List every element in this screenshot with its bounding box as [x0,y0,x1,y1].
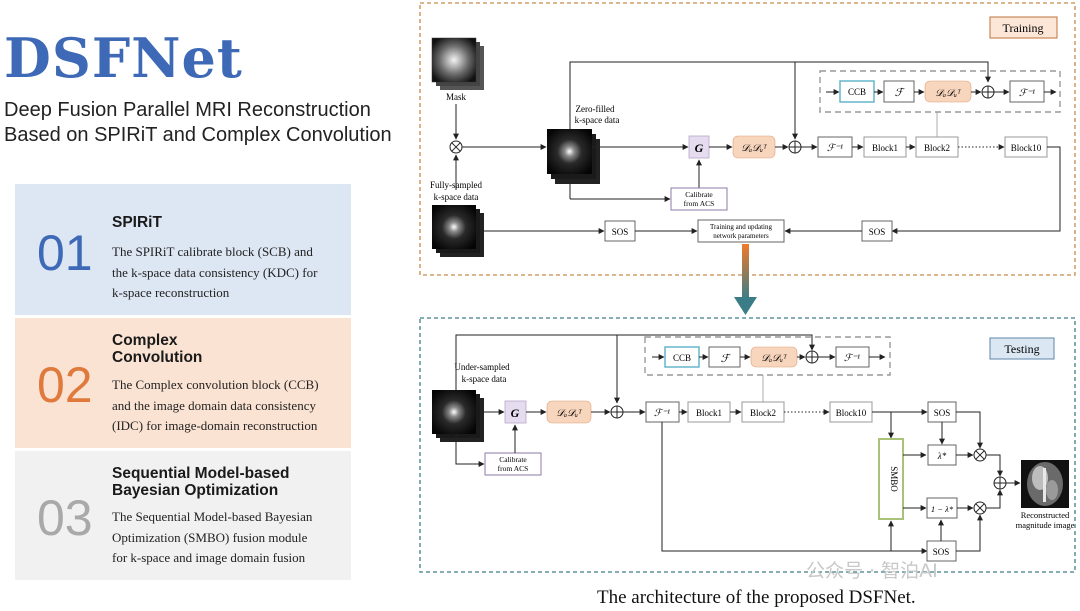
test-kdc-label: 𝒟ₐ𝒟ᵤᵀ [556,408,583,419]
calibrate-label-1: Calibrate [685,190,713,199]
test-calibrate-label-1: Calibrate [499,455,527,464]
card-number: 02 [37,357,93,413]
card-number: 01 [37,225,93,281]
test-block10-label: Block10 [836,408,867,418]
fully-sampled-label-2: k-space data [434,192,479,202]
test-g-label: G [511,406,520,420]
sos-right-label: SOS [869,227,886,237]
card-heading: Sequential Model-based Bayesian Optimiza… [112,465,342,499]
test-block2-label: Block2 [750,408,776,418]
card-desc-line: The Complex convolution block (CCB) [112,377,319,392]
g-label: G [695,141,704,155]
card-desc-line: and the image domain data consistency [112,397,316,413]
page-title: DSFNet [4,26,243,90]
card-description: The Sequential Model-based Bayesian Opti… [112,507,348,569]
card-desc-line: The Sequential Model-based Bayesian [112,509,313,524]
finv-inner-label: ℱ⁻¹ [1019,88,1035,99]
test-kdc-inner-label: 𝒟ₐ𝒟ᵤᵀ [761,353,788,364]
finv-label: ℱ⁻¹ [827,143,843,154]
test-block1-label: Block1 [696,408,722,418]
feature-card-spirit: 01 SPIRiT The SPIRiT calibrate block (SC… [15,184,351,315]
calibrate-block [670,187,728,211]
card-description: The SPIRiT calibrate block (SCB) and the… [112,242,348,304]
calibrate-label-2: from ACS [684,199,715,208]
card-desc-line: the k-space data consistency (KDC) for [112,264,318,280]
test-finv-label: ℱ⁻¹ [654,408,670,419]
card-desc-line: for k-space and image domain fusion [112,550,306,565]
card-heading-line-2: Convolution [112,349,203,366]
under-sampled-label-2: k-space data [462,374,507,384]
feature-card-complex-convolution: 02 Complex Convolution The Complex convo… [15,318,351,448]
kdc-label: 𝒟ₐ𝒟ᵤᵀ [741,143,768,154]
under-sampled-label-1: Under-sampled [454,362,510,372]
under-sampled-kspace-image [432,390,484,442]
testing-label: Testing [1004,342,1039,356]
fully-sampled-kspace-image [432,205,484,257]
test-block-detail-frame [644,336,891,376]
architecture-diagram: Training Mask Fully-sampled k-space data… [419,2,1076,573]
smbo-block [878,438,904,520]
lambda-label: λ* [937,451,947,461]
card-heading: Complex Convolution [112,332,342,366]
test-calibrate-label-2: from ACS [498,464,529,473]
train-update-label-1: Training and updating [710,223,772,231]
subtitle-line-1: Deep Fusion Parallel MRI Reconstruction [4,99,371,121]
recon-label-1: Reconstructed [1021,510,1070,520]
training-to-testing-arrow [742,244,749,299]
watermark: 公众号 · 智泊AI [806,560,938,582]
one-minus-lambda-label: 1 − λ* [931,504,954,514]
diagram-caption: The architecture of the proposed DSFNet. [597,587,916,608]
feature-card-smbo: 03 Sequential Model-based Bayesian Optim… [15,451,351,580]
card-description: The Complex convolution block (CCB) and … [112,375,348,437]
subtitle-line-2: Based on SPIRiT and Complex Convolution [4,124,392,146]
block-detail-frame [819,70,1061,113]
testing-label-box [989,337,1055,360]
test-sos-top-label: SOS [934,408,951,418]
card-desc-line: Optimization (SMBO) fusion module [112,529,308,545]
f-label: ℱ [895,87,906,99]
train-update-label-2: network parameters [713,232,769,240]
block2-label: Block2 [924,143,950,153]
card-heading-line-1: Sequential Model-based [112,465,290,482]
block10-label: Block10 [1011,143,1042,153]
card-heading-line-1: Complex [112,332,178,349]
card-heading-line-2: Bayesian Optimization [112,482,279,499]
card-number: 03 [37,490,93,546]
test-finv-inner-label: ℱ⁻¹ [844,353,860,364]
sos-left-label: SOS [612,227,629,237]
zero-filled-kspace-image [547,129,600,184]
card-desc-line: The SPIRiT calibrate block (SCB) and [112,244,313,259]
mask-label: Mask [446,92,466,102]
zero-filled-label-2: k-space data [575,115,620,125]
testing-frame [419,317,1076,573]
test-ccb-label: CCB [673,353,691,363]
card-desc-line: (IDC) for image-domain reconstruction [112,418,318,433]
fully-sampled-label-1: Fully-sampled [430,180,482,190]
block1-label: Block1 [872,143,898,153]
kdc-inner-label: 𝒟ₐ𝒟ᵤᵀ [935,88,962,99]
card-heading: SPIRiT [112,214,342,231]
page-subtitle: Deep Fusion Parallel MRI Reconstruction … [4,98,404,148]
ccb-label: CCB [848,87,866,97]
card-desc-line: k-space reconstruction [112,285,230,300]
test-sos-bottom-label: SOS [933,547,950,557]
training-label: Training [1003,21,1044,35]
recon-label-2: magnitude image [1016,520,1075,530]
reconstructed-image [1021,460,1069,508]
zero-filled-label-1: Zero-filled [576,104,615,114]
training-label-box [989,16,1058,39]
card-heading-line-1: SPIRiT [112,214,162,231]
test-calibrate-block [484,452,542,476]
test-f-label: ℱ [721,353,732,365]
mask-image [431,37,484,90]
smbo-label: SMBO [889,466,899,492]
training-update-block [697,219,785,243]
